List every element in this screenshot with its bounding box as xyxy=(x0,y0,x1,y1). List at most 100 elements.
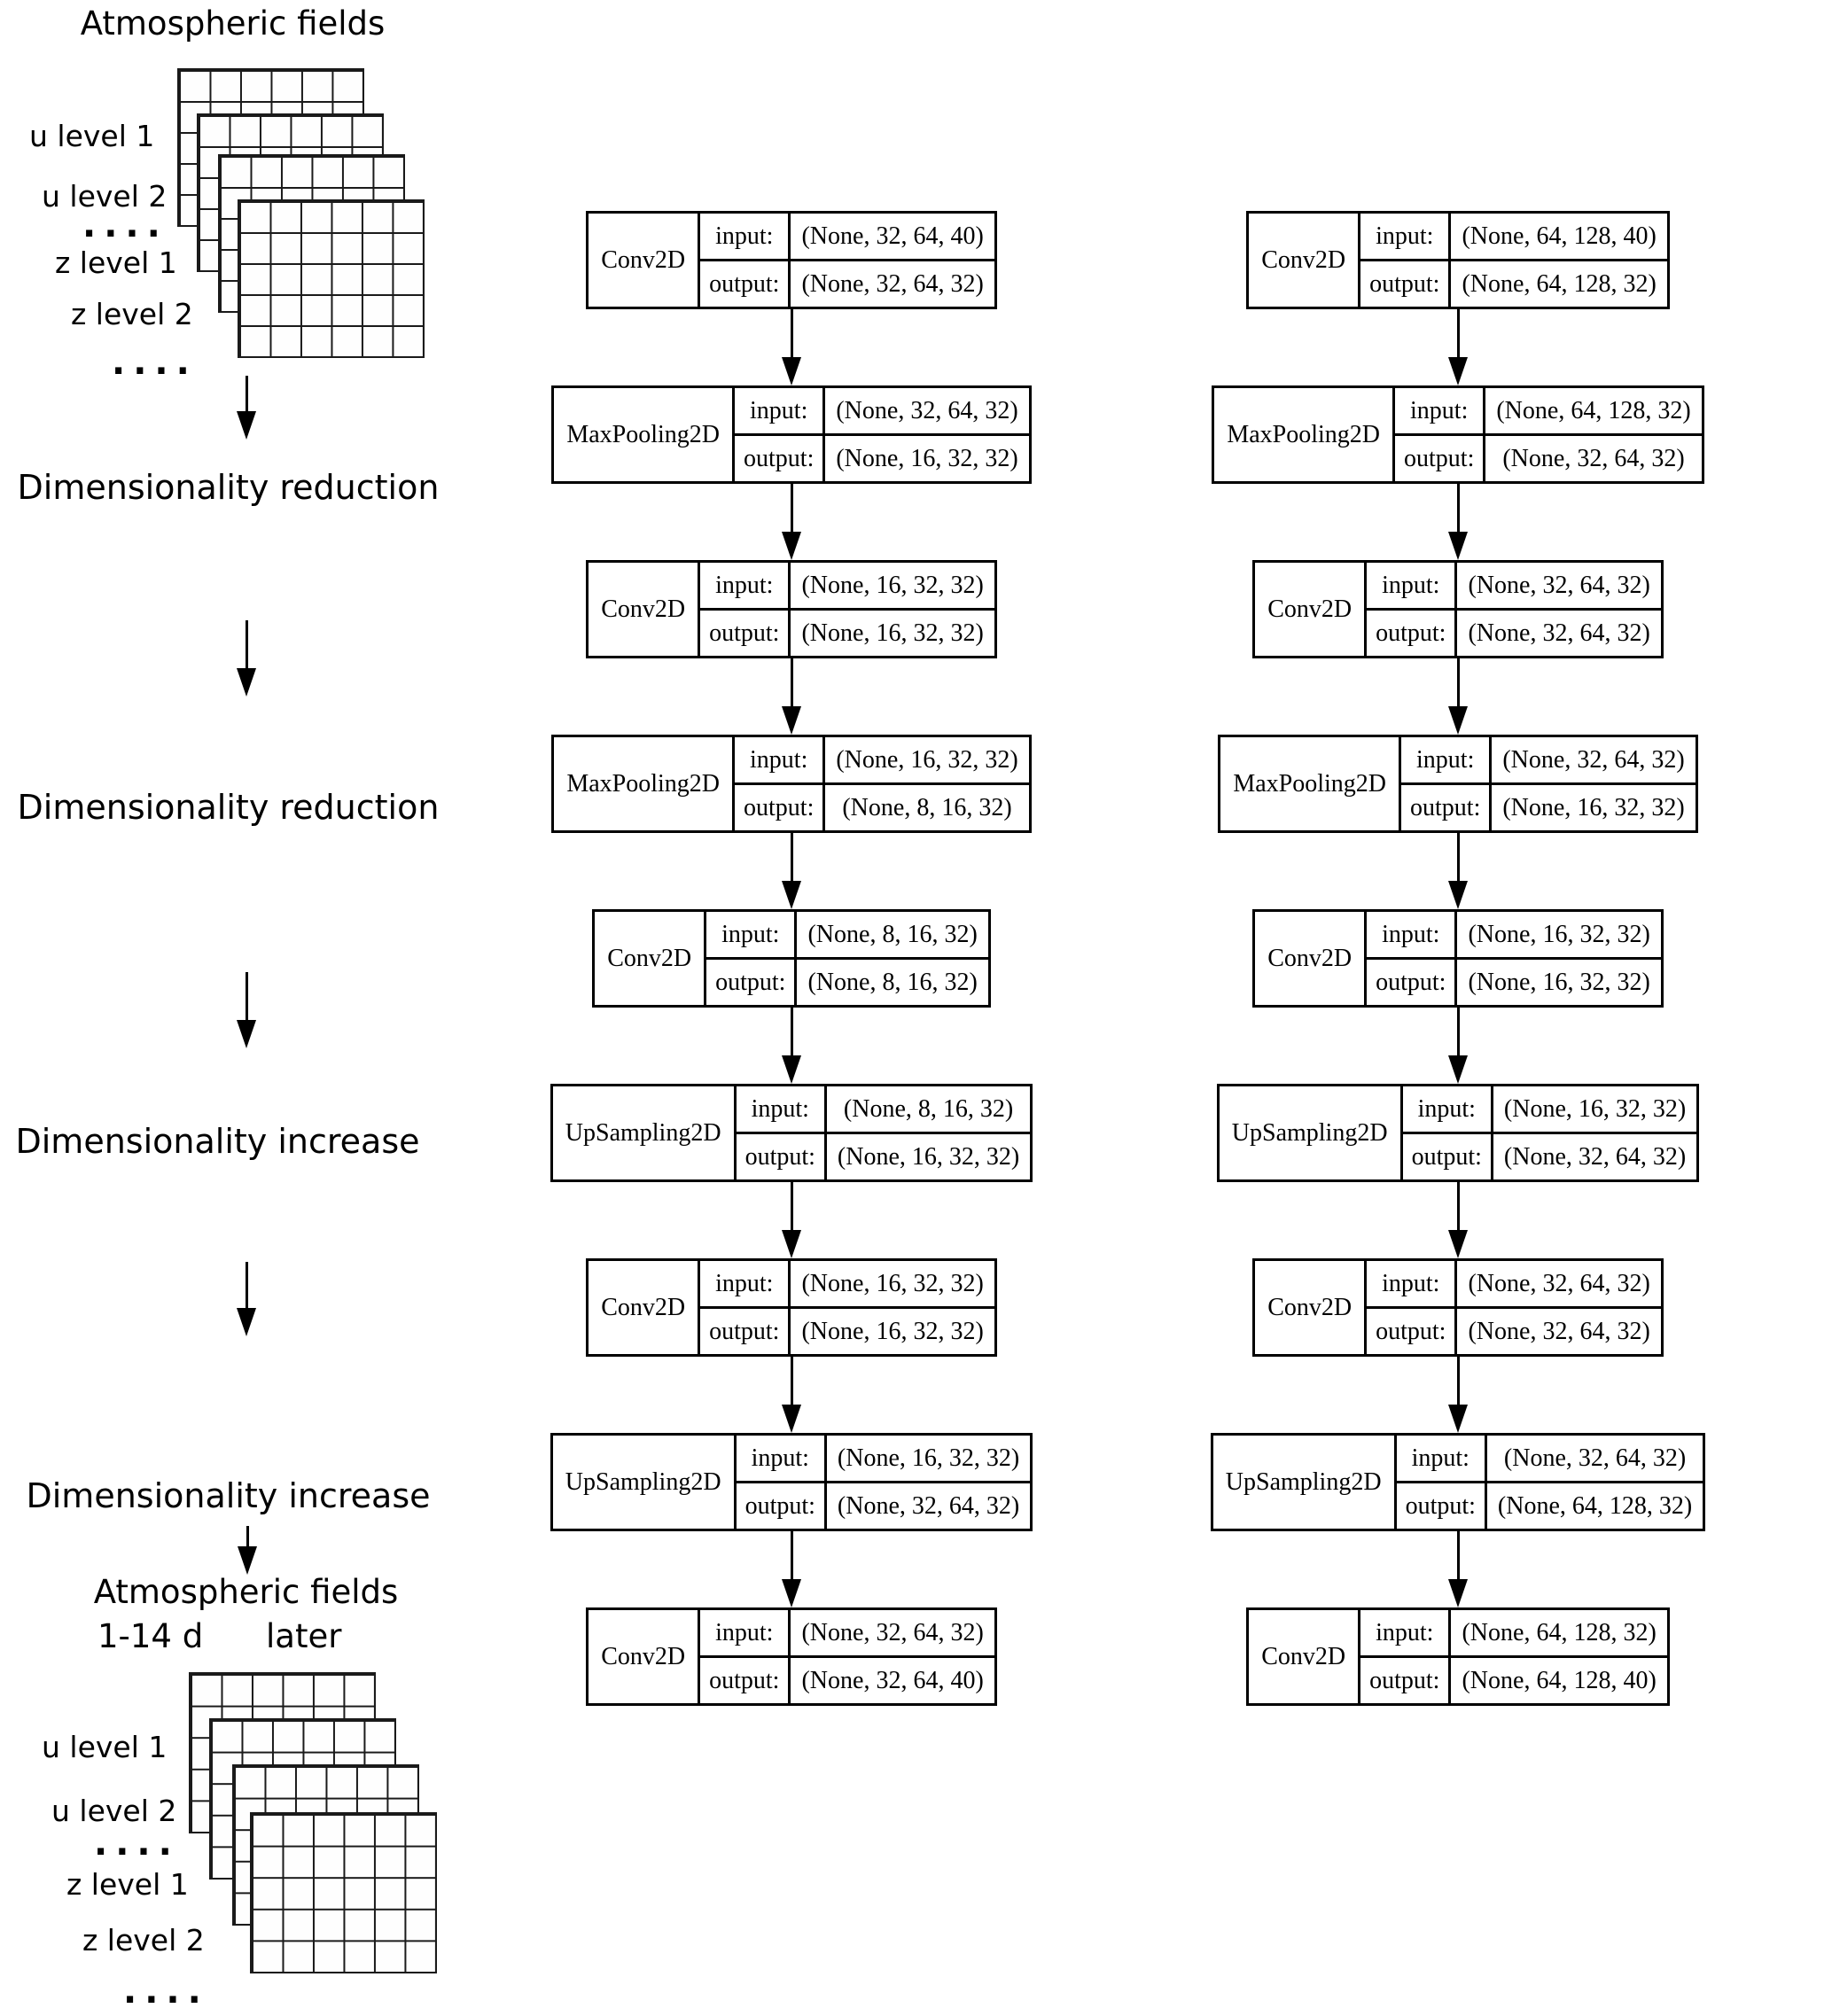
arrow-head-icon xyxy=(782,881,801,909)
flow-step-increase-2: Dimensionality increase xyxy=(26,1476,431,1515)
layer-box: UpSampling2D input: (None, 8, 16, 32) ou… xyxy=(550,1084,1033,1182)
arrow-shaft xyxy=(790,1357,793,1405)
layer-name: UpSampling2D xyxy=(1210,1433,1397,1531)
input-field-stack xyxy=(177,68,434,361)
output-shape: (None, 32, 64, 32) xyxy=(1454,1306,1664,1357)
output-shape: (None, 32, 64, 32) xyxy=(1483,433,1704,484)
layer-box: UpSampling2D input: (None, 16, 32, 32) o… xyxy=(550,1433,1033,1531)
arrow-head-icon xyxy=(237,1308,256,1336)
input-shape: (None, 64, 128, 32) xyxy=(1448,1607,1670,1658)
input-shape: (None, 32, 64, 32) xyxy=(1454,1258,1664,1309)
arrow-head-icon xyxy=(1448,1055,1468,1084)
arrow-shaft xyxy=(245,1262,248,1308)
flow-step-increase-1: Dimensionality increase xyxy=(15,1122,420,1161)
output-label: output: xyxy=(733,1481,827,1531)
output-label: output: xyxy=(1399,1132,1493,1182)
down-arrow xyxy=(781,1182,802,1258)
output-later-label: later xyxy=(266,1617,342,1655)
arrow-shaft xyxy=(790,309,793,357)
input-label: input: xyxy=(1393,1433,1487,1483)
layer-name: UpSampling2D xyxy=(1216,1084,1403,1182)
input-label: input: xyxy=(732,735,826,785)
stack-label-u1: u level 1 xyxy=(29,119,155,153)
arrow-shaft xyxy=(790,658,793,706)
output-shape: (None, 32, 64, 40) xyxy=(788,1655,997,1706)
output-fields-title: Atmospheric fields xyxy=(93,1573,399,1611)
down-arrow xyxy=(781,658,802,735)
arrow-head-icon xyxy=(237,1020,256,1048)
layer-box: Conv2D input: (None, 32, 64, 40) output:… xyxy=(586,211,997,309)
layer-box: UpSampling2D input: (None, 16, 32, 32) o… xyxy=(1216,1084,1700,1182)
layer-name: UpSampling2D xyxy=(550,1433,737,1531)
arrow-head-icon xyxy=(782,1055,801,1084)
output-shape: (None, 16, 32, 32) xyxy=(823,1132,1033,1182)
flow-step-reduction-1: Dimensionality reduction xyxy=(17,468,440,507)
arrow-head-icon xyxy=(1448,706,1468,735)
layer-column-high-res: Conv2D input: (None, 64, 128, 40) output… xyxy=(1148,211,1768,1706)
down-arrow xyxy=(1447,1531,1469,1607)
output-label: output: xyxy=(1399,782,1493,833)
arrow-head-icon xyxy=(782,532,801,560)
arrow-head-icon xyxy=(1448,1579,1468,1607)
layer-name: MaxPooling2D xyxy=(1212,385,1396,484)
layer-box: UpSampling2D input: (None, 32, 64, 32) o… xyxy=(1210,1433,1706,1531)
input-label: input: xyxy=(1364,560,1458,611)
field-grid xyxy=(238,199,425,358)
input-shape: (None, 64, 128, 32) xyxy=(1483,385,1704,436)
output-shape: (None, 32, 64, 32) xyxy=(1490,1132,1700,1182)
input-label: input: xyxy=(1399,1084,1493,1134)
layer-box: MaxPooling2D input: (None, 64, 128, 32) … xyxy=(1212,385,1704,484)
output-label: output: xyxy=(1364,957,1458,1008)
input-label: input: xyxy=(1399,735,1493,785)
down-arrow xyxy=(236,376,257,440)
output-lead-time: 1-14 d xyxy=(97,1617,204,1655)
layer-box: Conv2D input: (None, 16, 32, 32) output:… xyxy=(1252,909,1664,1008)
down-arrow xyxy=(1447,833,1469,909)
input-shape: (None, 32, 64, 32) xyxy=(822,385,1032,436)
arrow-head-icon xyxy=(237,668,256,697)
arrow-shaft xyxy=(245,620,248,668)
input-shape: (None, 16, 32, 32) xyxy=(1454,909,1664,960)
layer-name: Conv2D xyxy=(1252,909,1368,1008)
arrow-shaft xyxy=(1456,1531,1460,1579)
arrow-head-icon xyxy=(1448,1230,1468,1258)
stack-label-u2: u level 2 xyxy=(51,1794,177,1828)
layer-box: Conv2D input: (None, 64, 128, 40) output… xyxy=(1246,211,1670,309)
input-label: input: xyxy=(733,1084,827,1134)
arrow-head-icon xyxy=(1448,357,1468,385)
down-arrow xyxy=(1447,658,1469,735)
arrow-shaft xyxy=(790,833,793,881)
arrow-head-icon xyxy=(1448,1405,1468,1433)
arrow-shaft xyxy=(790,484,793,532)
arrow-shaft xyxy=(245,376,248,411)
layer-name: MaxPooling2D xyxy=(1218,735,1402,833)
layer-box: Conv2D input: (None, 16, 32, 32) output:… xyxy=(586,560,997,658)
output-shape: (None, 16, 32, 32) xyxy=(788,608,997,658)
input-label: input: xyxy=(733,1433,827,1483)
output-shape: (None, 32, 64, 32) xyxy=(788,259,997,309)
layer-name: Conv2D xyxy=(586,1258,701,1357)
stack-label-u2: u level 2 xyxy=(42,179,168,214)
input-label: input: xyxy=(698,560,791,611)
layer-box: MaxPooling2D input: (None, 16, 32, 32) o… xyxy=(551,735,1032,833)
arrow-shaft xyxy=(1456,658,1460,706)
down-arrow xyxy=(1447,1182,1469,1258)
output-label: output: xyxy=(732,782,826,833)
input-shape: (None, 64, 128, 40) xyxy=(1448,211,1670,261)
down-arrow xyxy=(781,1357,802,1433)
output-label: output: xyxy=(698,1655,791,1706)
output-label: output: xyxy=(698,1306,791,1357)
layer-name: MaxPooling2D xyxy=(551,385,736,484)
output-shape: (None, 16, 32, 32) xyxy=(822,433,1032,484)
output-shape: (None, 8, 16, 32) xyxy=(794,957,991,1008)
arrow-shaft xyxy=(790,1008,793,1055)
input-label: input: xyxy=(1392,385,1486,436)
output-shape: (None, 64, 128, 32) xyxy=(1484,1481,1706,1531)
input-shape: (None, 32, 64, 32) xyxy=(788,1607,997,1658)
input-shape: (None, 32, 64, 40) xyxy=(788,211,997,261)
arrow-head-icon xyxy=(782,1579,801,1607)
arrow-head-icon xyxy=(238,1546,257,1575)
arrow-head-icon xyxy=(237,411,256,440)
input-label: input: xyxy=(704,909,798,960)
output-label: output: xyxy=(698,608,791,658)
